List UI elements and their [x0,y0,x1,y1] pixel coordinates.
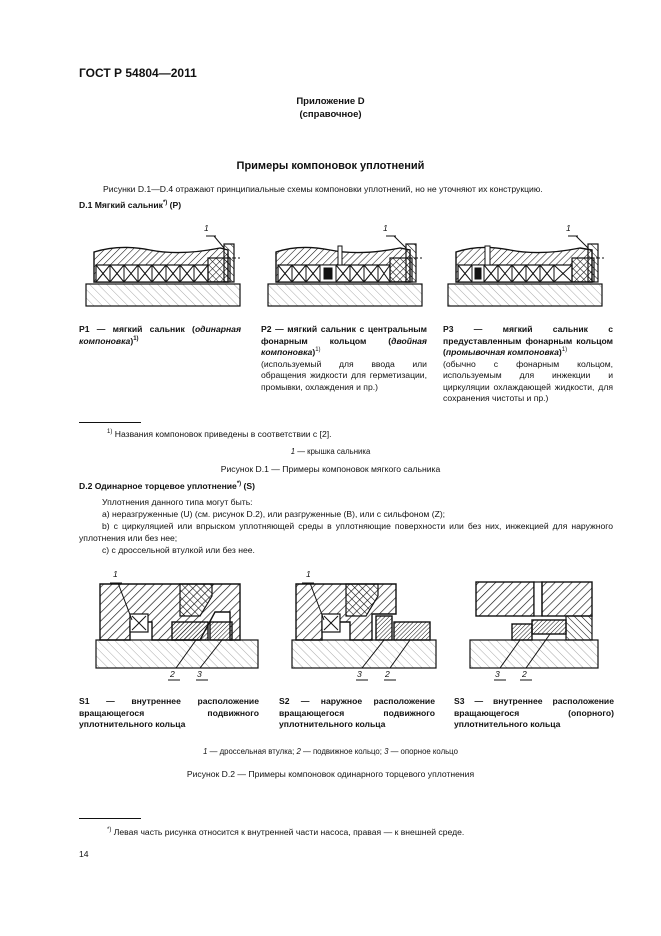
page-number: 14 [79,849,89,859]
legend-d2: 1 — дроссельная втулка; 2 — подвижное ко… [203,747,458,756]
s1-callout-2: 2 [170,669,175,679]
s3-callout-2: 2 [522,669,527,679]
callout-1-p3: 1 [566,223,571,233]
figure-s3 [469,581,599,681]
figure-s1 [95,582,259,681]
legend-d1: 1 — крышка сальника [290,447,371,456]
figure-d1 [85,235,604,307]
figure-d2 [95,581,599,681]
footnote-rule [79,422,141,423]
d2-intro: Уплотнения данного типа могут быть: [102,497,253,507]
d2-list: Уплотнения данного типа могут быть: а) н… [79,496,613,556]
d2-item-a: а) неразгруженные (U) (см. рисунок D.2),… [102,509,446,519]
s1-callout-3: 3 [197,669,202,679]
caption-s1: S1 — внутреннее расположение вращающегос… [79,696,259,729]
caption-p3: Р3 — мягкий сальник с предуставленным фо… [443,324,613,403]
page-footnote: *) Левая часть рисунка относится к внутр… [107,827,465,837]
s2-callout-1: 1 [306,569,311,579]
caption-figure-d2: Рисунок D.2 — Примеры компоновок одинарн… [186,769,475,779]
appendix-note: (справочное) [299,109,362,120]
footnote-d1: 1) Названия компоновок приведены в соотв… [107,429,332,439]
caption-p2: Р2 — мягкий сальник с центральным фонарн… [261,324,427,392]
page-footnote-rule [79,818,141,819]
figure-p1 [85,235,241,307]
s2-callout-3: 3 [357,669,362,679]
appendix-title: Приложение D [296,96,365,107]
caption-s3: S3 — внутреннее расположение вращающегос… [454,696,614,729]
callout-1-p1: 1 [204,223,209,233]
d2-item-c: с) с дроссельной втулкой или без нее. [102,545,255,555]
caption-p1: Р1 — мягкий сальник (одинарная компоновк… [79,324,241,346]
figure-p3 [447,235,604,307]
d2-item-b: b) с циркуляцией или впрыском уплотняюще… [79,521,613,543]
d1-heading: D.1 Мягкий сальник*) (Р) [79,200,182,210]
caption-figure-d1: Рисунок D.1 — Примеры компоновок мягкого… [220,464,441,474]
section-title: Примеры компоновок уплотнений [236,160,425,172]
callout-1-p2: 1 [383,223,388,233]
document-header: ГОСТ Р 54804—2011 [79,66,197,80]
s1-callout-1: 1 [113,569,118,579]
intro-paragraph: Рисунки D.1—D.4 отражают принципиальные … [103,184,543,194]
d2-heading: D.2 Одинарное торцевое уплотнение*) (S) [79,481,256,491]
caption-s2: S2 — наружное расположение вращающегося … [279,696,435,729]
figure-s2 [291,582,437,681]
s2-callout-2: 2 [385,669,390,679]
s3-callout-3: 3 [495,669,500,679]
figure-p2 [267,235,423,307]
